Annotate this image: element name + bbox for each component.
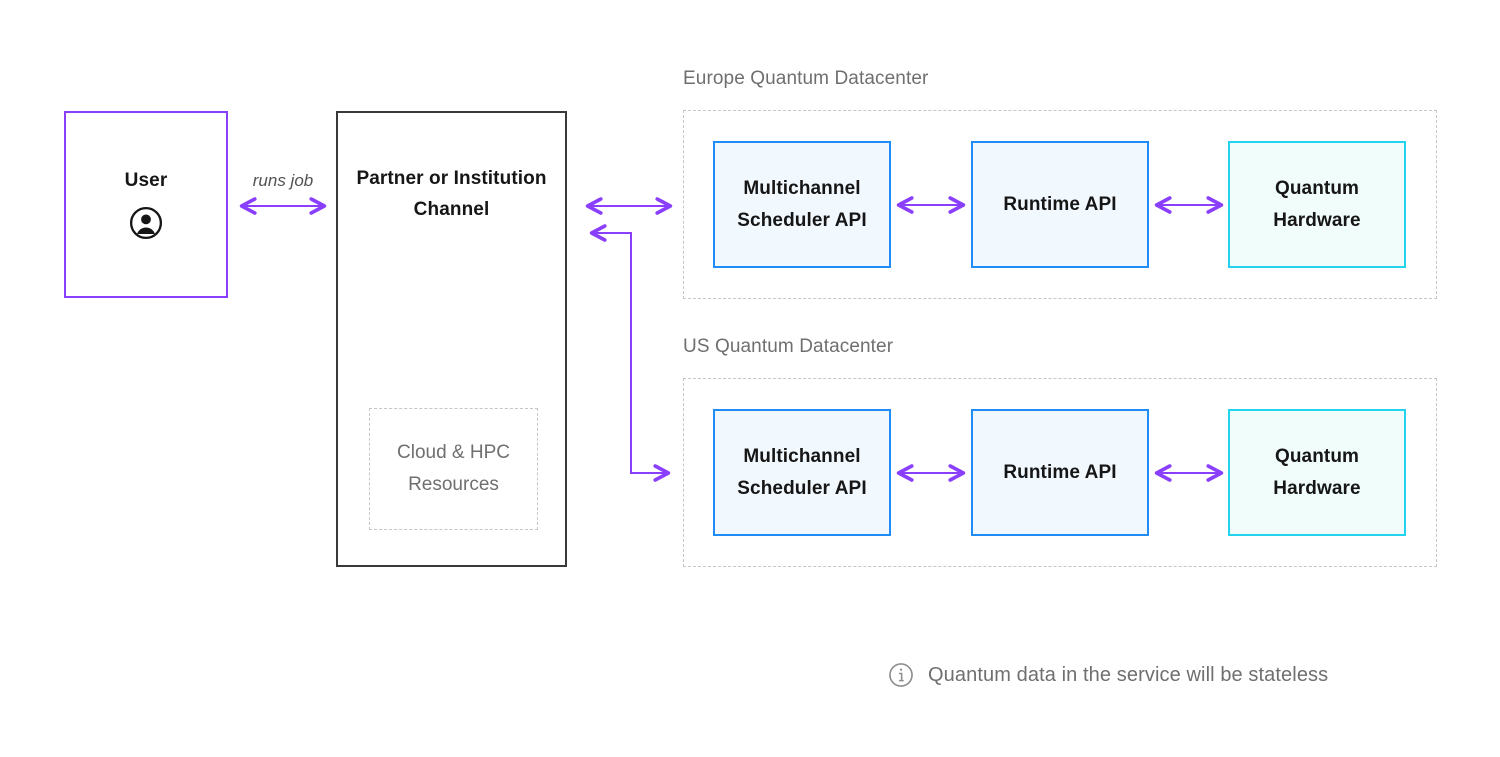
partner-channel-label: Partner or Institution Channel — [356, 168, 547, 220]
connector-partner-to-us — [584, 224, 680, 482]
datacenter-frame-us — [683, 378, 1437, 567]
user-node: User — [64, 111, 228, 298]
node-quantum-hardware-us[interactable]: Quantum Hardware — [1228, 409, 1406, 536]
footnote-text: Quantum data in the service will be stat… — [928, 663, 1329, 686]
node-multichannel-scheduler-api-europe[interactable]: Multichannel Scheduler API — [713, 141, 891, 268]
runs-job-label: runs job — [252, 171, 314, 190]
datacenter-label-us: US Quantum Datacenter — [683, 336, 894, 357]
user-node-label: User — [124, 169, 168, 191]
connector-partner-to-europe — [584, 197, 674, 215]
footnote: Quantum data in the service will be stat… — [888, 662, 1328, 688]
node-multichannel-scheduler-api-us[interactable]: Multichannel Scheduler API — [713, 409, 891, 536]
cloud-hpc-resources-node: Cloud & HPC Resources — [369, 408, 538, 530]
node-runtime-api-europe[interactable]: Runtime API — [971, 141, 1149, 268]
partner-channel-node: Partner or Institution Channel Cloud & H… — [336, 111, 567, 567]
datacenter-label-europe: Europe Quantum Datacenter — [683, 68, 929, 89]
info-circle-icon — [888, 662, 914, 688]
connector-user-to-partner — [238, 197, 328, 215]
cloud-hpc-resources-label: Cloud & HPC Resources — [397, 442, 510, 495]
datacenter-frame-europe — [683, 110, 1437, 299]
user-avatar-icon — [129, 206, 163, 240]
node-runtime-api-us[interactable]: Runtime API — [971, 409, 1149, 536]
node-quantum-hardware-europe[interactable]: Quantum Hardware — [1228, 141, 1406, 268]
